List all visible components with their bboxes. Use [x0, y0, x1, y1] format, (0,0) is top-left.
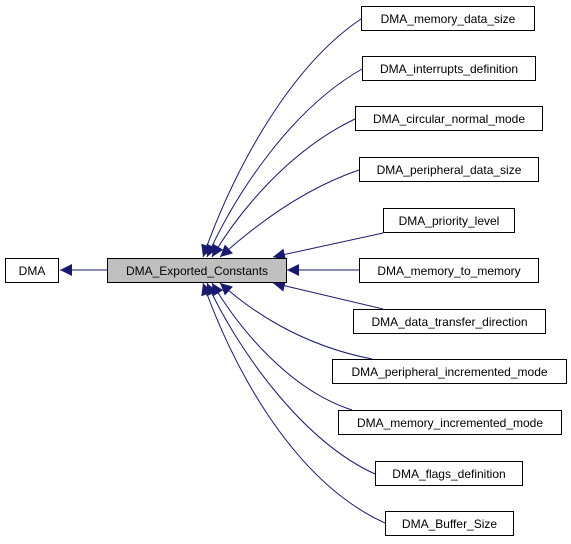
- node-dma-peripheral-data-size[interactable]: DMA_peripheral_data_size: [359, 157, 539, 182]
- node-dma-data-transfer-direction[interactable]: DMA_data_transfer_direction: [353, 309, 546, 334]
- node-dma-peripheral-incremented-mode[interactable]: DMA_peripheral_incremented_mode: [332, 359, 567, 384]
- edge-flags-definition: [206, 282, 376, 475]
- node-dma-memory-to-memory[interactable]: DMA_memory_to_memory: [359, 258, 539, 283]
- node-dma-interrupts-definition[interactable]: DMA_interrupts_definition: [362, 56, 536, 81]
- node-dma-memory-incremented-mode[interactable]: DMA_memory_incremented_mode: [338, 410, 562, 435]
- edge-priority-level: [272, 232, 384, 261]
- edge-buffer-size: [201, 282, 386, 524]
- edge-memory-data-size: [201, 18, 362, 258]
- edge-peripheral-data-size: [219, 169, 360, 258]
- node-dma-memory-data-size[interactable]: DMA_memory_data_size: [361, 6, 535, 31]
- node-dma-exported-constants[interactable]: DMA_Exported_Constants: [107, 258, 287, 283]
- node-dma[interactable]: DMA: [5, 258, 59, 283]
- edge-circular-normal-mode: [211, 118, 356, 258]
- edge-data-transfer-direction: [272, 279, 384, 310]
- edge-interrupts-definition: [206, 68, 363, 258]
- node-dma-priority-level[interactable]: DMA_priority_level: [383, 208, 515, 233]
- node-dma-buffer-size[interactable]: DMA_Buffer_Size: [385, 511, 514, 536]
- node-dma-circular-normal-mode[interactable]: DMA_circular_normal_mode: [355, 106, 543, 131]
- edge-memory-incremented-mode: [211, 282, 353, 411]
- node-dma-flags-definition[interactable]: DMA_flags_definition: [375, 461, 523, 486]
- edge-peripheral-incremented-mode: [219, 282, 373, 360]
